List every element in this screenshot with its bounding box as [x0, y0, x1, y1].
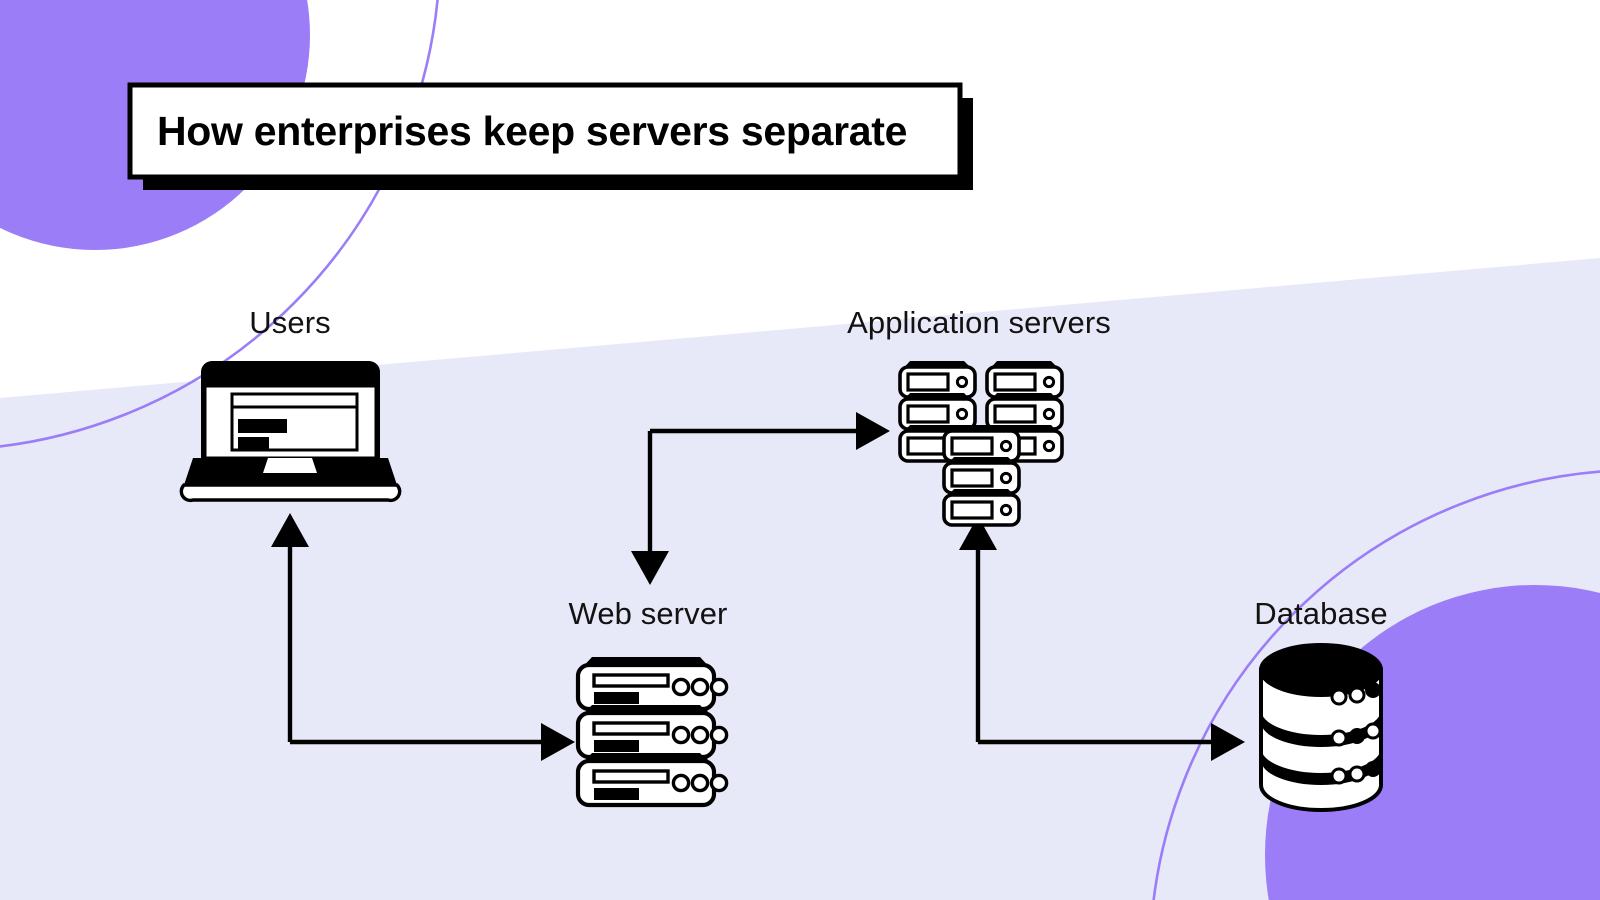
node-database[interactable]: Database — [1254, 596, 1388, 812]
arrow-head-up — [959, 516, 997, 550]
connector-users-to-web-server — [271, 513, 575, 761]
database-cylinder-icon — [1259, 643, 1383, 812]
arrow-head-right — [541, 723, 575, 761]
page-title: How enterprises keep servers separate — [157, 108, 907, 154]
lavender-diagonal-band — [0, 258, 1600, 900]
node-application-servers[interactable]: Application servers — [847, 305, 1111, 527]
node-web-server[interactable]: Web server — [569, 596, 728, 805]
node-label-users: Users — [249, 305, 330, 340]
arrow-head-down — [631, 551, 669, 585]
node-label-application-servers: Application servers — [847, 305, 1111, 340]
node-label-web-server: Web server — [569, 596, 728, 631]
title-banner: How enterprises keep servers separate — [127, 82, 973, 190]
title-box — [127, 82, 963, 180]
laptop-icon — [179, 361, 402, 503]
node-users[interactable]: Users — [179, 305, 402, 503]
arrow-head-up — [271, 513, 309, 547]
server-rack-icon — [578, 657, 727, 805]
arrow-head-right — [1211, 723, 1245, 761]
node-label-database: Database — [1254, 596, 1388, 631]
arrow-head-right — [856, 412, 890, 450]
connector-web-to-application-servers — [631, 412, 890, 585]
connector-application-servers-to-database — [959, 516, 1245, 761]
